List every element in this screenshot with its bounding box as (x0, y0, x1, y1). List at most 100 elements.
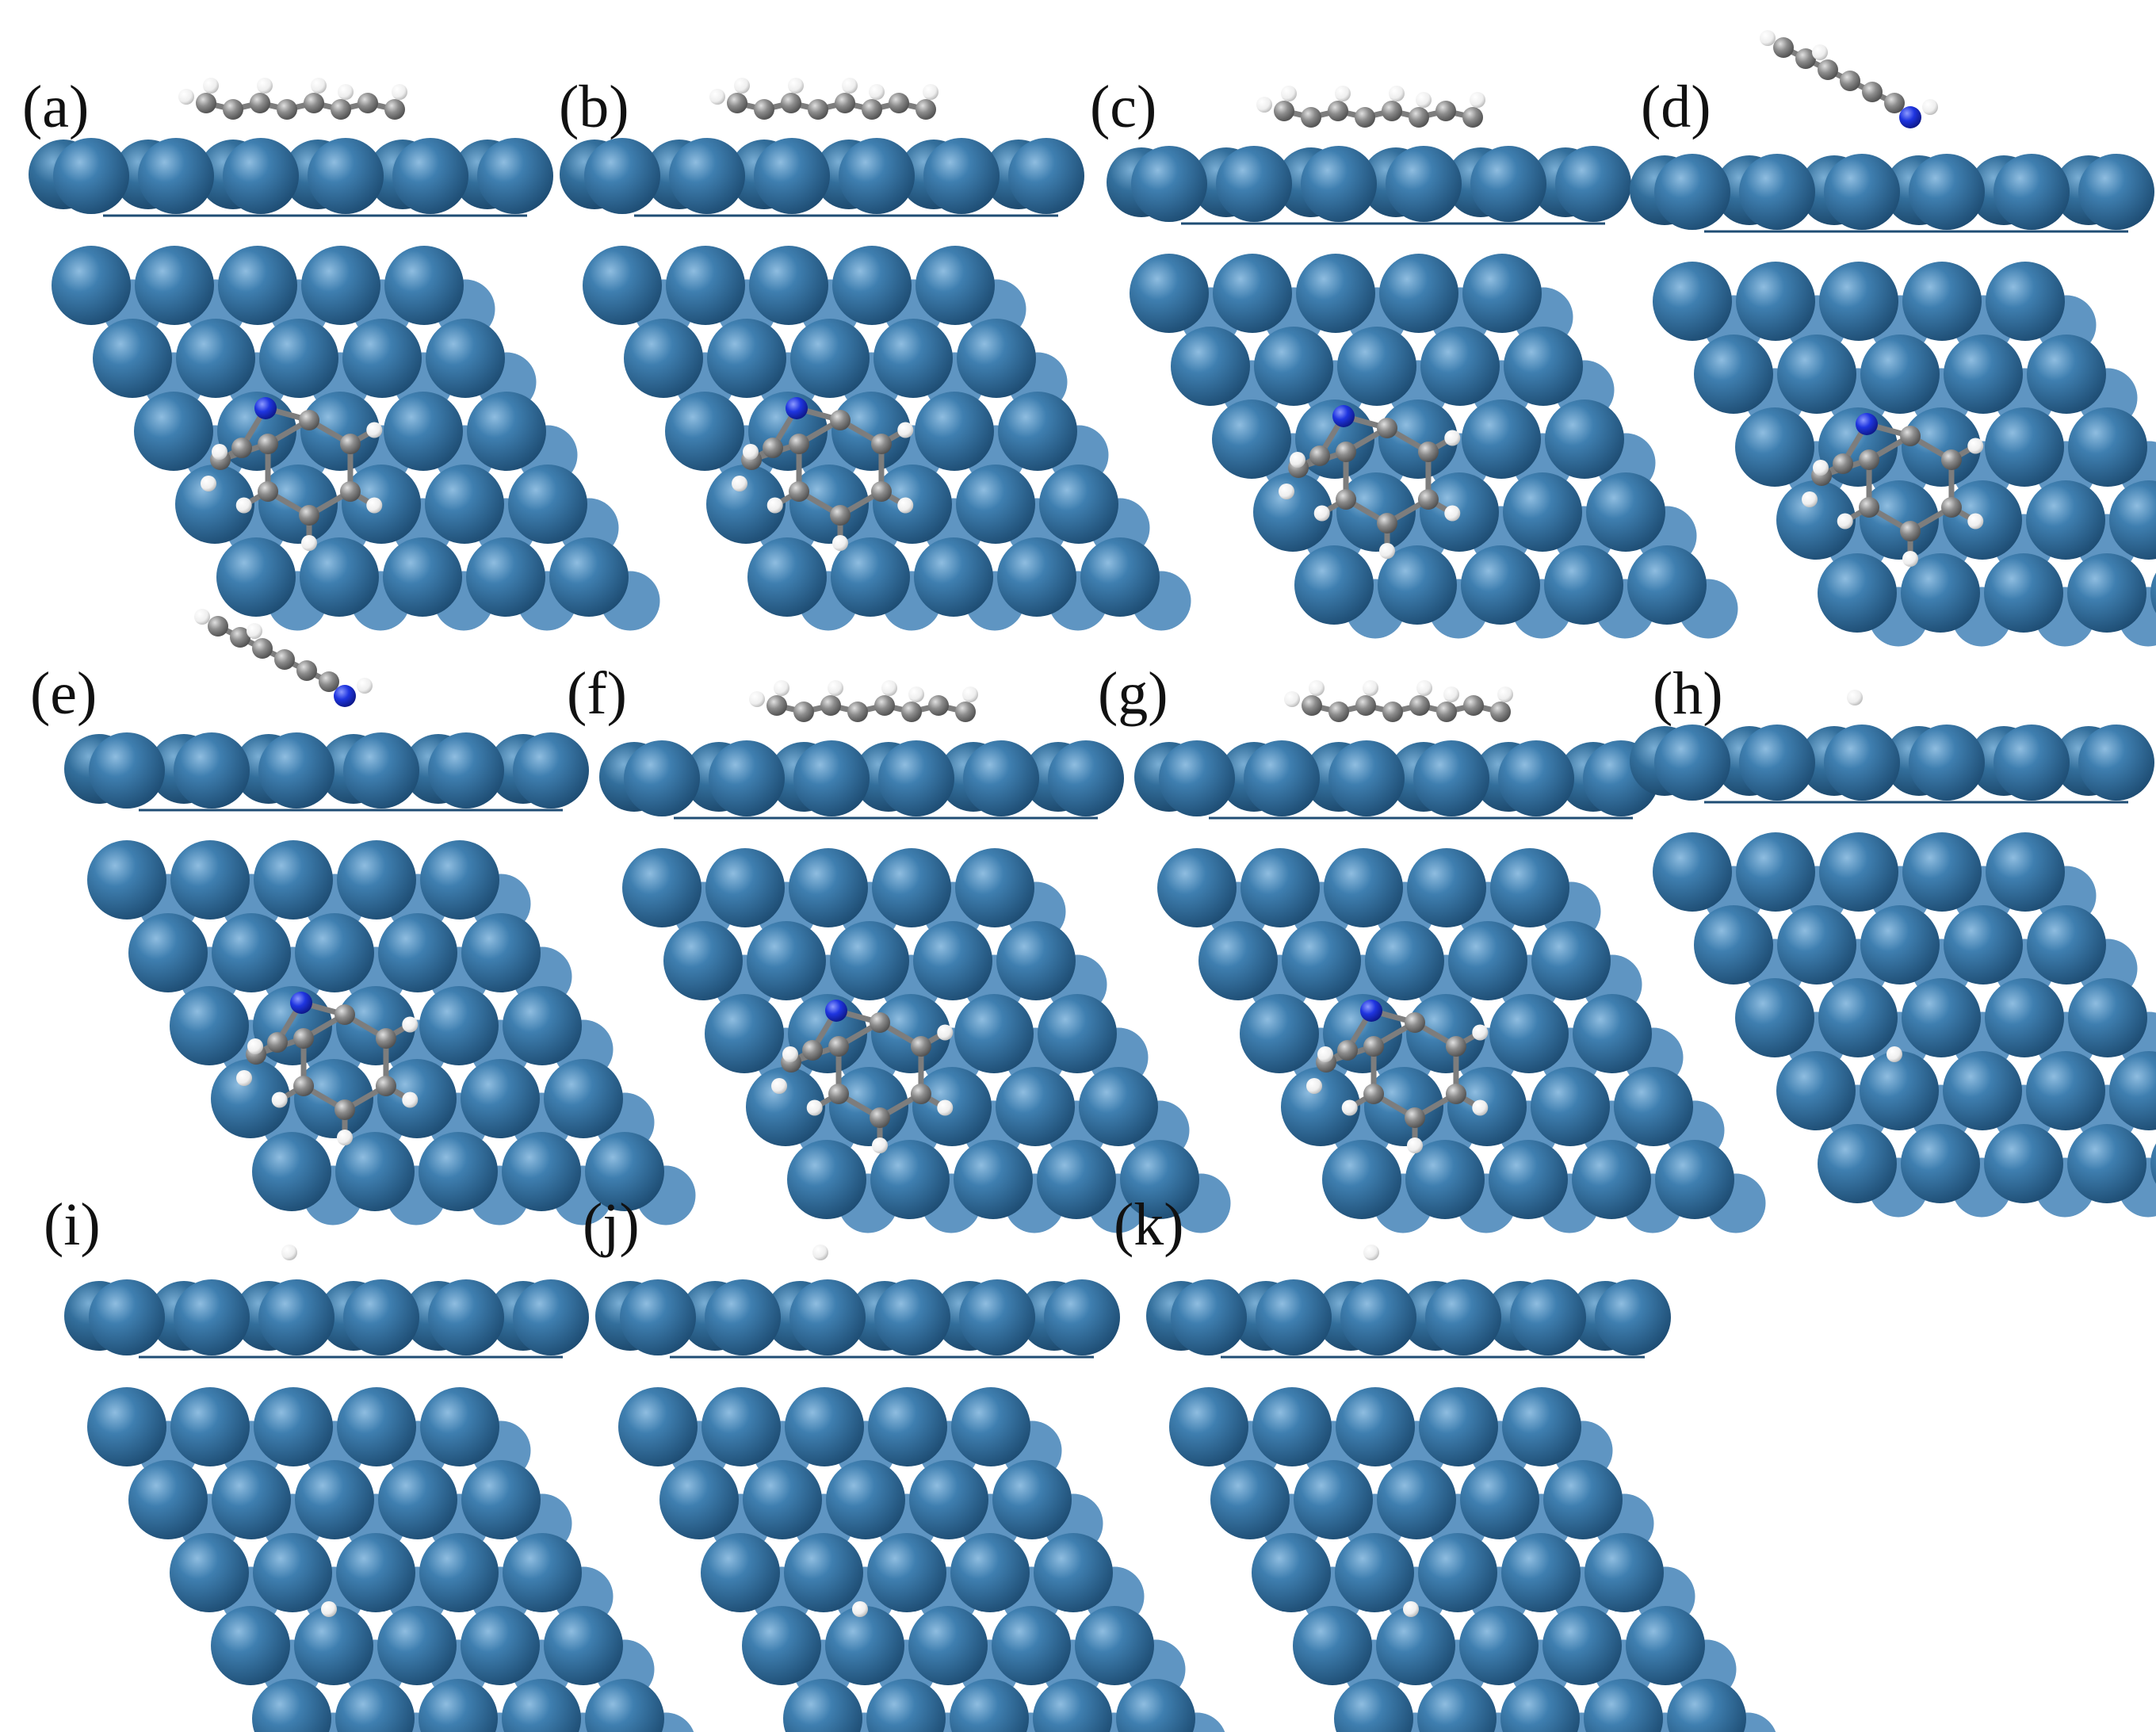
carbon-atom (1445, 1036, 1466, 1057)
panel-label-k: (k) (1114, 1191, 1184, 1258)
hydrogen-atom (908, 686, 924, 702)
metal-atom (503, 1533, 582, 1612)
metal-atom (1365, 921, 1444, 1000)
panel-f (599, 680, 1231, 1233)
metal-atom (1860, 1051, 1939, 1130)
carbon-atom (258, 434, 279, 454)
hydrogen-atom (247, 623, 262, 639)
metal-atom (1902, 832, 1982, 912)
metal-atom (2078, 154, 2154, 230)
metal-atom (1595, 1279, 1671, 1355)
metal-atom (342, 319, 422, 398)
metal-atom (1653, 262, 1732, 341)
hydrogen-atom (937, 1024, 954, 1041)
hydrogen-atom (1472, 1099, 1489, 1116)
metal-atom (461, 1460, 541, 1539)
carbon-atom (1940, 449, 1962, 470)
carbon-atom (1309, 445, 1330, 466)
metal-atom (1614, 1067, 1693, 1146)
metal-atom (1735, 978, 1814, 1057)
metal-atom (259, 319, 338, 398)
metal-atom (1901, 1124, 1980, 1203)
metal-atom (1510, 1279, 1586, 1355)
metal-atom (1462, 254, 1542, 333)
carbon-atom (375, 1076, 396, 1096)
carbon-atom (901, 702, 922, 722)
metal-atom (839, 138, 915, 214)
metal-atom (295, 913, 374, 992)
carbon-atom (1773, 37, 1794, 58)
metal-atom (1489, 1140, 1568, 1219)
carbon-atom (802, 1040, 823, 1061)
metal-atom (1460, 1460, 1539, 1539)
metal-atom (549, 537, 629, 617)
hydrogen-atom (743, 444, 759, 460)
metal-atom (915, 392, 994, 471)
carbon-atom (1795, 48, 1816, 69)
carbon-atom (230, 627, 250, 648)
hydrogen-atom (1886, 1046, 1902, 1062)
metal-atom (2027, 905, 2106, 985)
metal-atom (176, 319, 255, 398)
hydrogen-atom (257, 78, 273, 94)
hydrogen-atom (1470, 92, 1485, 108)
metal-atom (1470, 146, 1546, 222)
metal-atom (1909, 725, 1985, 801)
metal-atom (1210, 1460, 1290, 1539)
metal-atom (831, 392, 911, 471)
carbon-atom (1900, 426, 1921, 446)
hydrogen-atom (212, 444, 227, 460)
metal-atom (1240, 848, 1320, 927)
metal-atom (1819, 262, 1898, 341)
hydrogen-atom (337, 1130, 353, 1145)
metal-atom (1048, 740, 1124, 816)
metal-atom (2150, 1143, 2156, 1184)
carbon-atom (1862, 82, 1883, 102)
metal-atom (705, 1279, 781, 1355)
metal-atom (1776, 1051, 1856, 1130)
hydrogen-atom (178, 89, 194, 105)
carbon-atom (870, 481, 892, 502)
metal-atom (742, 1606, 821, 1685)
metal-atom (1777, 335, 1856, 414)
panels-layer (29, 30, 2156, 1732)
metal-atom (1500, 1679, 1580, 1732)
hydrogen-atom (766, 497, 783, 514)
hydrogen-atom (1309, 680, 1325, 696)
metal-atom (1130, 254, 1209, 333)
metal-atom (1489, 994, 1569, 1073)
hydrogen-atom (402, 1016, 419, 1033)
hydrogen-atom (709, 89, 725, 105)
hydrogen-atom (788, 78, 804, 94)
nitrogen-atom (825, 1000, 847, 1022)
hydrogen-atom (1813, 460, 1829, 476)
metal-atom (1254, 327, 1333, 406)
hydrogen-atom (203, 78, 219, 94)
hydrogen-atom (1256, 97, 1272, 113)
carbon-atom (1859, 497, 1880, 518)
carbon-atom (1336, 442, 1357, 462)
metal-atom (252, 1132, 331, 1211)
metal-atom (955, 848, 1034, 927)
metal-atom (378, 1460, 457, 1539)
hydrogen-atom (281, 1245, 297, 1260)
panel-label-j: (j) (583, 1191, 640, 1258)
metal-atom (624, 319, 703, 398)
carbon-atom (789, 434, 810, 454)
metal-atom (477, 138, 553, 214)
panel-label-e: (e) (30, 660, 97, 727)
metal-atom (1322, 1140, 1401, 1219)
metal-atom (174, 1279, 250, 1355)
metal-atom (956, 465, 1035, 544)
metal-atom (258, 732, 334, 809)
metal-atom (829, 1067, 908, 1146)
carbon-atom (793, 702, 814, 722)
metal-atom (1240, 994, 1319, 1073)
metal-atom (1824, 154, 1900, 230)
carbon-atom (727, 93, 747, 113)
metal-atom (503, 986, 582, 1065)
metal-atom (1572, 1140, 1651, 1219)
metal-atom (1573, 994, 1652, 1073)
carbon-atom (196, 93, 216, 113)
metal-atom (1216, 146, 1292, 222)
